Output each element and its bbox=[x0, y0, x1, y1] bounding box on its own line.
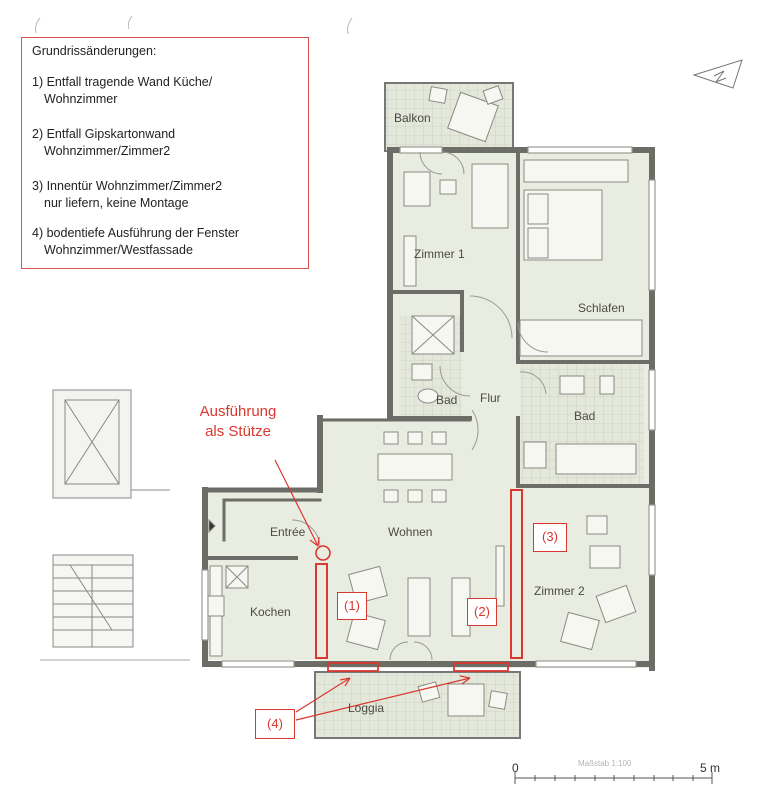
corner-mark bbox=[347, 17, 353, 35]
note-2-line1: 2) Entfall Gipskartonwand bbox=[32, 127, 176, 141]
column-callout-line1: Ausführung bbox=[199, 403, 277, 420]
north-arrow-icon bbox=[692, 59, 743, 89]
change-notes-box: Grundrissänderungen: 1) Entfall tragende… bbox=[21, 37, 309, 269]
room-label-kochen: Kochen bbox=[250, 605, 291, 619]
room-label-balkon: Balkon bbox=[394, 111, 431, 125]
note-1-line1: 1) Entfall tragende Wand Küche/ bbox=[32, 75, 213, 89]
room-label-bad-small: Bad bbox=[436, 393, 457, 407]
room-label-loggia: Loggia bbox=[348, 701, 384, 715]
note-3: 3) Innentür Wohnzimmer/Zimmer2 nur liefe… bbox=[32, 178, 222, 212]
note-3-line2: nur liefern, keine Montage bbox=[44, 196, 189, 210]
furniture bbox=[207, 85, 643, 717]
note-4: 4) bodentiefe Ausführung der Fenster Woh… bbox=[32, 225, 239, 259]
room-label-zimmer2: Zimmer 2 bbox=[534, 584, 585, 598]
scale-bar bbox=[514, 772, 713, 784]
marker-4-label: (4) bbox=[255, 709, 295, 739]
note-4-line1: 4) bodentiefe Ausführung der Fenster bbox=[32, 226, 240, 240]
note-3-line1: 3) Innentür Wohnzimmer/Zimmer2 bbox=[32, 179, 223, 193]
scale-caption: Maßstab 1:100 bbox=[578, 759, 632, 768]
scale-end-label: 5 m bbox=[700, 761, 720, 775]
marker-1-outline bbox=[315, 563, 328, 659]
column-callout-line2: als Stütze bbox=[205, 423, 271, 440]
room-label-bad: Bad bbox=[574, 409, 595, 423]
note-2-line2: Wohnzimmer/Zimmer2 bbox=[44, 144, 171, 158]
note-4-line2: Wohnzimmer/Westfassade bbox=[44, 243, 193, 257]
room-label-zimmer1: Zimmer 1 bbox=[414, 247, 465, 261]
room-label-flur: Flur bbox=[480, 391, 501, 405]
marker-1-label: (1) bbox=[337, 592, 367, 620]
room-label-entree: Entrée bbox=[270, 525, 306, 539]
note-2: 2) Entfall Gipskartonwand Wohnzimmer/Zim… bbox=[32, 126, 175, 160]
corner-mark bbox=[35, 17, 41, 34]
stair-core bbox=[40, 389, 190, 661]
door-swings bbox=[291, 151, 549, 661]
notes-title: Grundrissänderungen: bbox=[32, 44, 157, 58]
note-1: 1) Entfall tragende Wand Küche/ Wohnzimm… bbox=[32, 74, 212, 108]
room-label-wohnen: Wohnen bbox=[388, 525, 432, 539]
note-1-line2: Wohnzimmer bbox=[44, 92, 118, 106]
annotations bbox=[274, 459, 523, 721]
marker-3-label: (3) bbox=[533, 523, 567, 552]
column-callout: Ausführung als Stütze bbox=[186, 402, 290, 442]
marker-2-outline bbox=[510, 489, 523, 659]
scale-start-label: 0 bbox=[512, 761, 519, 775]
corner-mark bbox=[127, 15, 133, 30]
marker-2-label: (2) bbox=[467, 598, 497, 626]
room-label-schlafen: Schlafen bbox=[578, 301, 625, 315]
